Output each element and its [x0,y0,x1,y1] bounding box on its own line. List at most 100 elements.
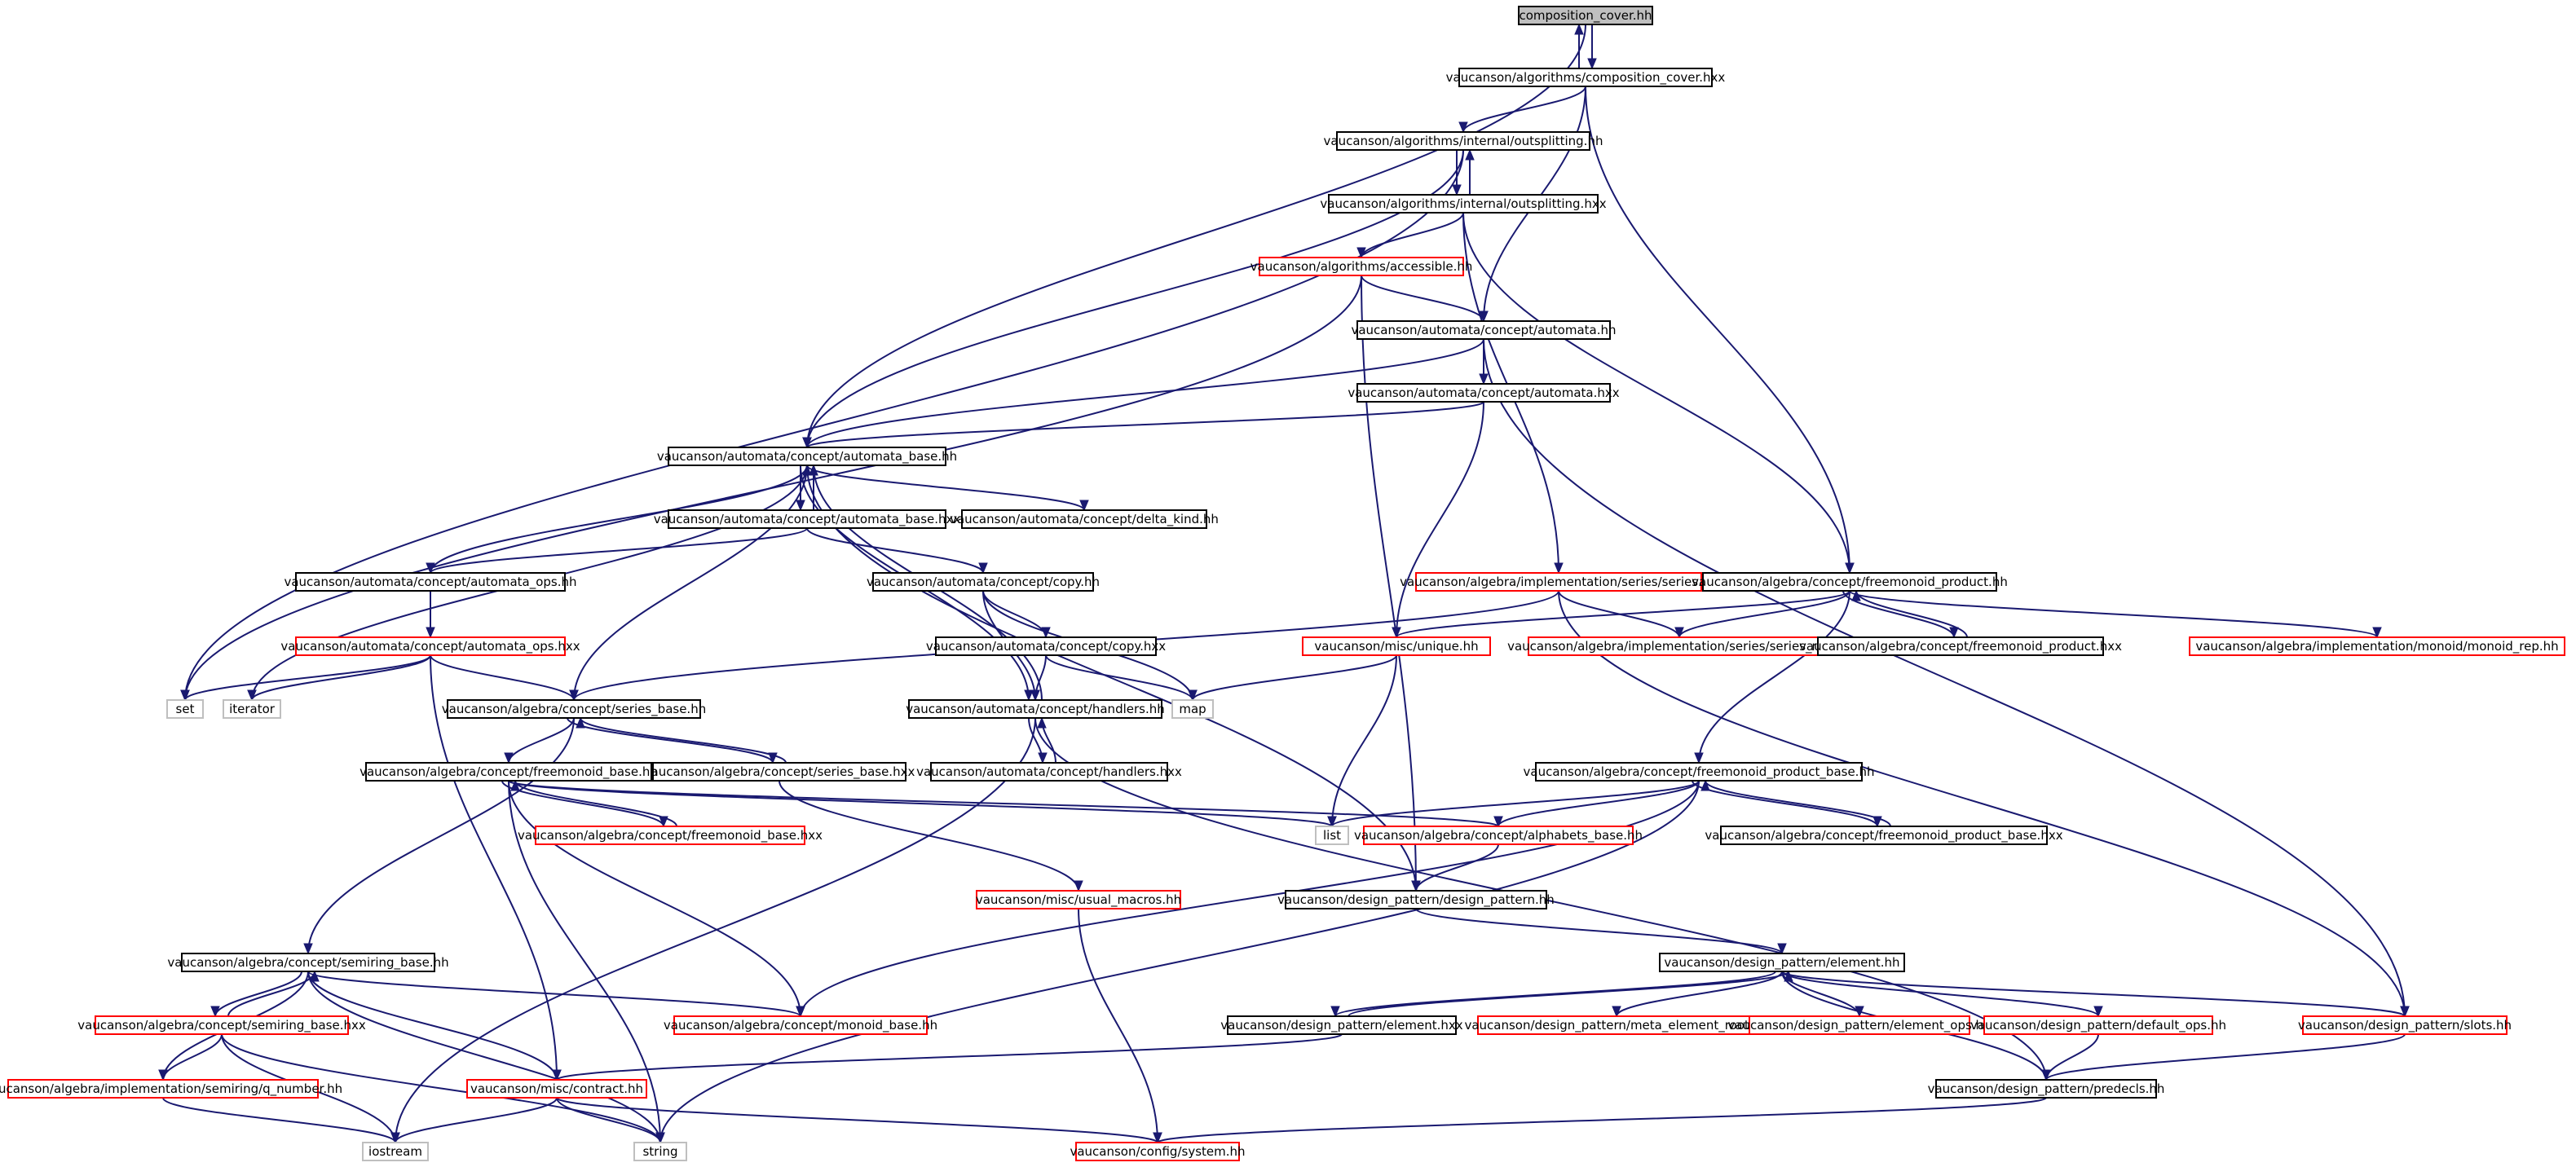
arrowhead-icon [1700,779,1710,791]
node-aut-hxx[interactable]: vaucanson/automata/concept/automata.hxx [1348,383,1620,403]
edge-line [508,717,575,764]
node-ao-hh[interactable]: vaucanson/automata/concept/automata_ops.… [284,572,577,592]
node-box [1302,636,1491,656]
node-fpb-hxx[interactable]: vaucanson/algebra/concept/freemonoid_pro… [1705,826,2063,845]
edge-line [573,465,808,701]
node-um-hh[interactable]: vaucanson/misc/usual_macros.hh [976,890,1181,909]
node-box [362,1142,429,1161]
edge-line [806,401,1484,448]
arrowhead-icon [1330,1006,1340,1018]
edge-el_hxx-to-ct_hh [552,1033,1343,1081]
node-unique-hh[interactable]: vaucanson/misc/unique.hh [1302,636,1491,656]
node-box [935,636,1157,656]
arrowhead-icon [1452,184,1462,196]
node-ios: iostream [362,1142,429,1161]
node-ct-hh[interactable]: vaucanson/misc/contract.hh [466,1079,647,1099]
node-dk-hh[interactable]: vaucanson/automata/concept/delta_kind.hh [950,509,1219,529]
node-fpb-hh[interactable]: vaucanson/algebra/concept/freemonoid_pro… [1524,762,1875,782]
node-series-hh[interactable]: vaucanson/algebra/implementation/series/… [1400,572,1718,592]
edge-line [556,1097,1158,1143]
edge-fp_hh-to-srep_hh [1674,590,1850,639]
node-srep-hh[interactable]: vaucanson/algebra/implementation/series/… [1507,636,1851,656]
node-mrep-hh[interactable]: vaucanson/algebra/implementation/monoid/… [2189,636,2565,656]
arrowhead-icon [1694,752,1704,764]
edge-line [162,1097,396,1143]
node-sb-hxx[interactable]: vaucanson/algebra/concept/series_base.hx… [644,762,915,782]
edge-acc_hh-to-aut_hh [1361,275,1489,323]
node-el-hxx[interactable]: vaucanson/design_pattern/element.hxx [1220,1015,1463,1035]
arrowhead-icon [569,689,579,702]
node-box [447,699,701,719]
node-box [1458,68,1713,87]
edge-cc_hxx-to-fp_hh [1585,86,1855,575]
node-fp-hh[interactable]: vaucanson/algebra/concept/freemonoid_pro… [1692,572,2008,592]
edge-pre_hh-to-sys_hh [1153,1097,2047,1144]
node-box [295,572,566,592]
node-el-hh[interactable]: vaucanson/design_pattern/element.hh [1659,953,1905,972]
node-ao-hxx[interactable]: vaucanson/automata/concept/automata_ops.… [280,636,580,656]
node-aut-hh[interactable]: vaucanson/automata/concept/automata.hh [1351,320,1617,340]
node-out-hh[interactable]: vaucanson/algorithms/internal/outsplitti… [1324,131,1603,151]
node-fp-hxx[interactable]: vaucanson/algebra/concept/freemonoid_pro… [1799,636,2122,656]
node-label: vaucanson/algorithms/internal/outsplitti… [1320,196,1606,211]
node-box [2302,1015,2508,1035]
edge-fp_hh-to-mrep_hh [1849,590,2382,639]
node-pre-hh[interactable]: vaucanson/design_pattern/predecls.hh [1928,1079,2165,1099]
node-mb-hh[interactable]: vaucanson/algebra/concept/monoid_base.hh [664,1015,937,1035]
node-fb-hxx[interactable]: vaucanson/algebra/concept/freemonoid_bas… [518,826,823,845]
node-out-hxx[interactable]: vaucanson/algorithms/internal/outsplitti… [1320,194,1607,214]
edge-line [1462,212,1850,574]
node-label: vaucanson/misc/unique.hh [1314,639,1478,654]
node-hd-hxx[interactable]: vaucanson/automata/concept/handlers.hxx [916,762,1182,782]
node-slots-hh[interactable]: vaucanson/design_pattern/slots.hh [2298,1015,2512,1035]
node-sys-hh[interactable]: vaucanson/config/system.hh [1070,1142,1246,1161]
node-do-hh[interactable]: vaucanson/design_pattern/default_ops.hh [1970,1015,2226,1035]
edge-aut_hh-to-slots_hh [1483,338,2410,1018]
node-fb-hh[interactable]: vaucanson/algebra/concept/freemonoid_bas… [359,762,658,782]
edge-fpb_hh-to-list [1327,780,1700,828]
node-alpha-hh[interactable]: vaucanson/algebra/concept/alphabets_base… [1354,826,1643,845]
node-dp-hh[interactable]: vaucanson/design_pattern/design_pattern.… [1277,890,1555,909]
edge-line [806,527,984,574]
node-label: vaucanson/misc/contract.hh [470,1081,643,1096]
node-acc-hh[interactable]: vaucanson/algorithms/accessible.hh [1251,257,1473,276]
arrowhead-icon [796,1006,805,1018]
edge-cc_hxx-to-root [1574,23,1584,69]
node-label: vaucanson/algebra/implementation/series/… [1400,575,1718,589]
node-label: vaucanson/algebra/concept/alphabets_base… [1354,828,1643,843]
edge-fpb_hh-to-alpha_hh [1493,780,1700,828]
node-ab-hxx[interactable]: vaucanson/automata/concept/automata_base… [654,509,961,529]
node-qn-hh[interactable]: vaucanson/algebra/implementation/semirin… [0,1079,342,1099]
node-copy-hh[interactable]: vaucanson/automata/concept/copy.hh [867,572,1100,592]
arrowhead-icon [2372,627,2382,639]
node-eo-hh[interactable]: vaucanson/design_pattern/element_ops.hh [1727,1015,1992,1035]
node-root[interactable]: composition_cover.hh [1518,6,1653,25]
node-srb-hh[interactable]: vaucanson/algebra/concept/semiring_base.… [167,953,449,972]
node-ab-hh[interactable]: vaucanson/automata/concept/automata_base… [657,447,957,466]
node-sb-hh[interactable]: vaucanson/algebra/concept/series_base.hh [442,699,706,719]
node-box [365,762,652,782]
node-copy-hxx[interactable]: vaucanson/automata/concept/copy.hxx [926,636,1166,656]
edge-line [1781,971,1860,1017]
node-label: vaucanson/design_pattern/default_ops.hh [1970,1018,2226,1033]
arrowhead-icon [2400,1006,2410,1018]
node-srb-hxx[interactable]: vaucanson/algebra/concept/semiring_base.… [77,1015,366,1035]
arrowhead-icon [1079,500,1089,512]
arrowhead-icon [158,1069,168,1081]
edge-line [1705,780,1891,827]
node-label: vaucanson/automata/concept/handlers.hxx [916,764,1182,779]
node-mer-hh[interactable]: vaucanson/design_pattern/meta_element_ro… [1464,1015,1769,1035]
edge-line [1415,908,1783,954]
arrowhead-icon [1458,121,1468,134]
edge-fpb_hh-to-fpb_hxx [1692,780,1882,828]
node-hd-hh[interactable]: vaucanson/automata/concept/handlers.hh [906,699,1165,719]
edge-line [395,717,1036,1143]
node-cc-hxx[interactable]: vaucanson/algorithms/composition_cover.h… [1446,68,1726,87]
edge-ao_hxx-to-set [180,654,431,702]
node-label: vaucanson/automata/concept/automata_ops.… [284,575,576,590]
node-label: vaucanson/config/system.hh [1070,1144,1245,1159]
arrowhead-icon [1024,689,1034,702]
node-label: vaucanson/algebra/concept/freemonoid_pro… [1692,575,2008,590]
edge-el_hh-to-mer_hh [1612,971,1783,1018]
edge-fp_hh-to-unique_hh [1392,590,1850,639]
